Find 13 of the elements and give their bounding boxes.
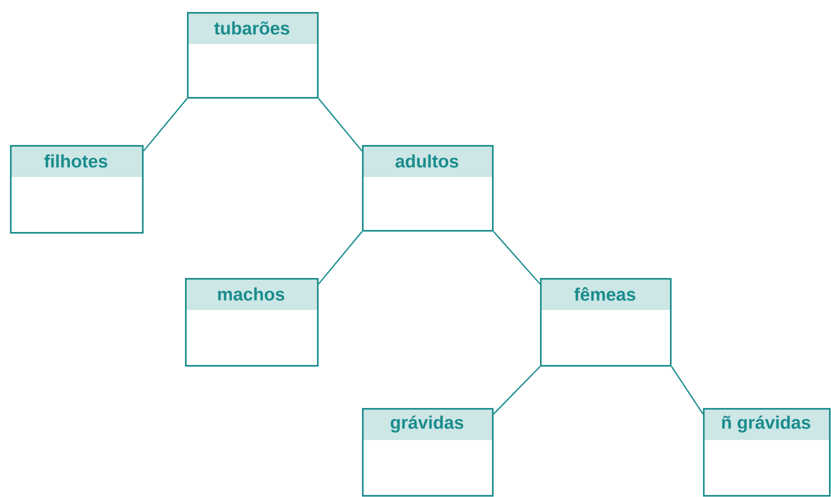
category-box: fêmeas	[540, 278, 672, 367]
category-box: ñ grávidas	[703, 408, 831, 497]
category-box: adultos	[362, 145, 494, 232]
category-box: grávidas	[362, 408, 494, 497]
category-box: tubarões	[187, 12, 319, 99]
connector-line	[671, 366, 704, 414]
category-box: filhotes	[10, 145, 144, 234]
connector-line	[493, 231, 540, 284]
category-box: machos	[185, 278, 319, 367]
connector-line	[493, 366, 540, 414]
connector-line	[143, 98, 188, 152]
connector-line	[318, 231, 362, 284]
connector-line	[318, 98, 362, 152]
